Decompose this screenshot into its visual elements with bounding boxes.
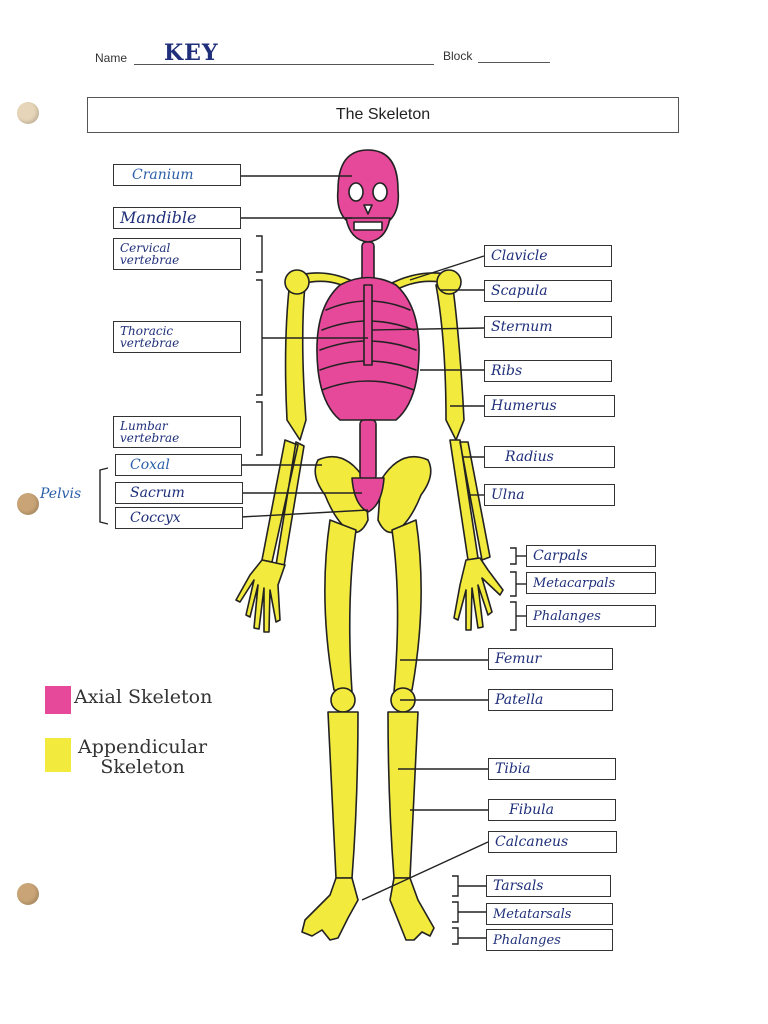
tibia-label: Tibia [488, 758, 616, 780]
binder-hole-top [17, 102, 39, 124]
coccyx-label: Coccyx [115, 507, 243, 529]
phalanges-foot-label: Phalanges [486, 929, 613, 951]
radius-label: Radius [484, 446, 615, 468]
lumbar-vertebrae-label: Lumbar vertebrae [113, 416, 241, 448]
appendicular-swatch [45, 738, 71, 772]
left-femur [324, 519, 357, 693]
ulna-label: Ulna [484, 484, 615, 506]
binder-hole-bottom [17, 883, 39, 905]
left-foot [301, 877, 359, 941]
coxal-right [377, 455, 432, 534]
left-tibia [327, 711, 359, 879]
title-box: The Skeleton [87, 97, 679, 133]
name-line [134, 64, 434, 65]
left-humerus [284, 279, 307, 441]
patella-label: Patella [488, 689, 613, 711]
sternum-label: Sternum [484, 316, 612, 338]
axial-swatch [45, 686, 71, 714]
name-value: KEY [164, 40, 219, 66]
appendicular-legend-label: Appendicular Skeleton [78, 736, 208, 778]
right-foot [389, 877, 435, 941]
binder-hole-middle [17, 493, 39, 515]
axial-legend-label: Axial Skeleton [74, 686, 213, 708]
fibula-label: Fibula [488, 799, 616, 821]
right-hand [453, 557, 504, 631]
carpals-label: Carpals [526, 545, 656, 567]
sternum-shape [363, 284, 373, 366]
block-label: Block [443, 49, 473, 63]
cranium-label: Cranium [113, 164, 241, 186]
right-humerus [435, 279, 465, 441]
phalanges-hand-label: Phalanges [526, 605, 656, 627]
name-label: Name [95, 51, 128, 65]
cervical-vertebrae-label: Cervical vertebrae [113, 238, 241, 270]
left-forearm [261, 439, 305, 567]
right-femur [391, 519, 422, 693]
sacrum-label: Sacrum [115, 482, 243, 504]
ribs-label: Ribs [484, 360, 612, 382]
block-line [478, 62, 550, 63]
coxal-label: Coxal [115, 454, 242, 476]
page-title: The Skeleton [335, 106, 431, 123]
tarsals-label: Tarsals [486, 875, 611, 897]
scapula-label: Scapula [484, 280, 612, 302]
metatarsals-label: Metatarsals [486, 903, 613, 925]
mandible-label: Mandible [113, 207, 241, 229]
calcaneus-label: Calcaneus [488, 831, 617, 853]
femur-label: Femur [488, 648, 613, 670]
clavicle-label: Clavicle [484, 245, 612, 267]
pelvis-group-label: Pelvis [40, 486, 82, 502]
left-hand [235, 559, 286, 633]
metacarpals-label: Metacarpals [526, 572, 656, 594]
right-tibia [387, 711, 419, 879]
humerus-label: Humerus [484, 395, 615, 417]
thoracic-vertebrae-label: Thoracic vertebrae [113, 321, 241, 353]
